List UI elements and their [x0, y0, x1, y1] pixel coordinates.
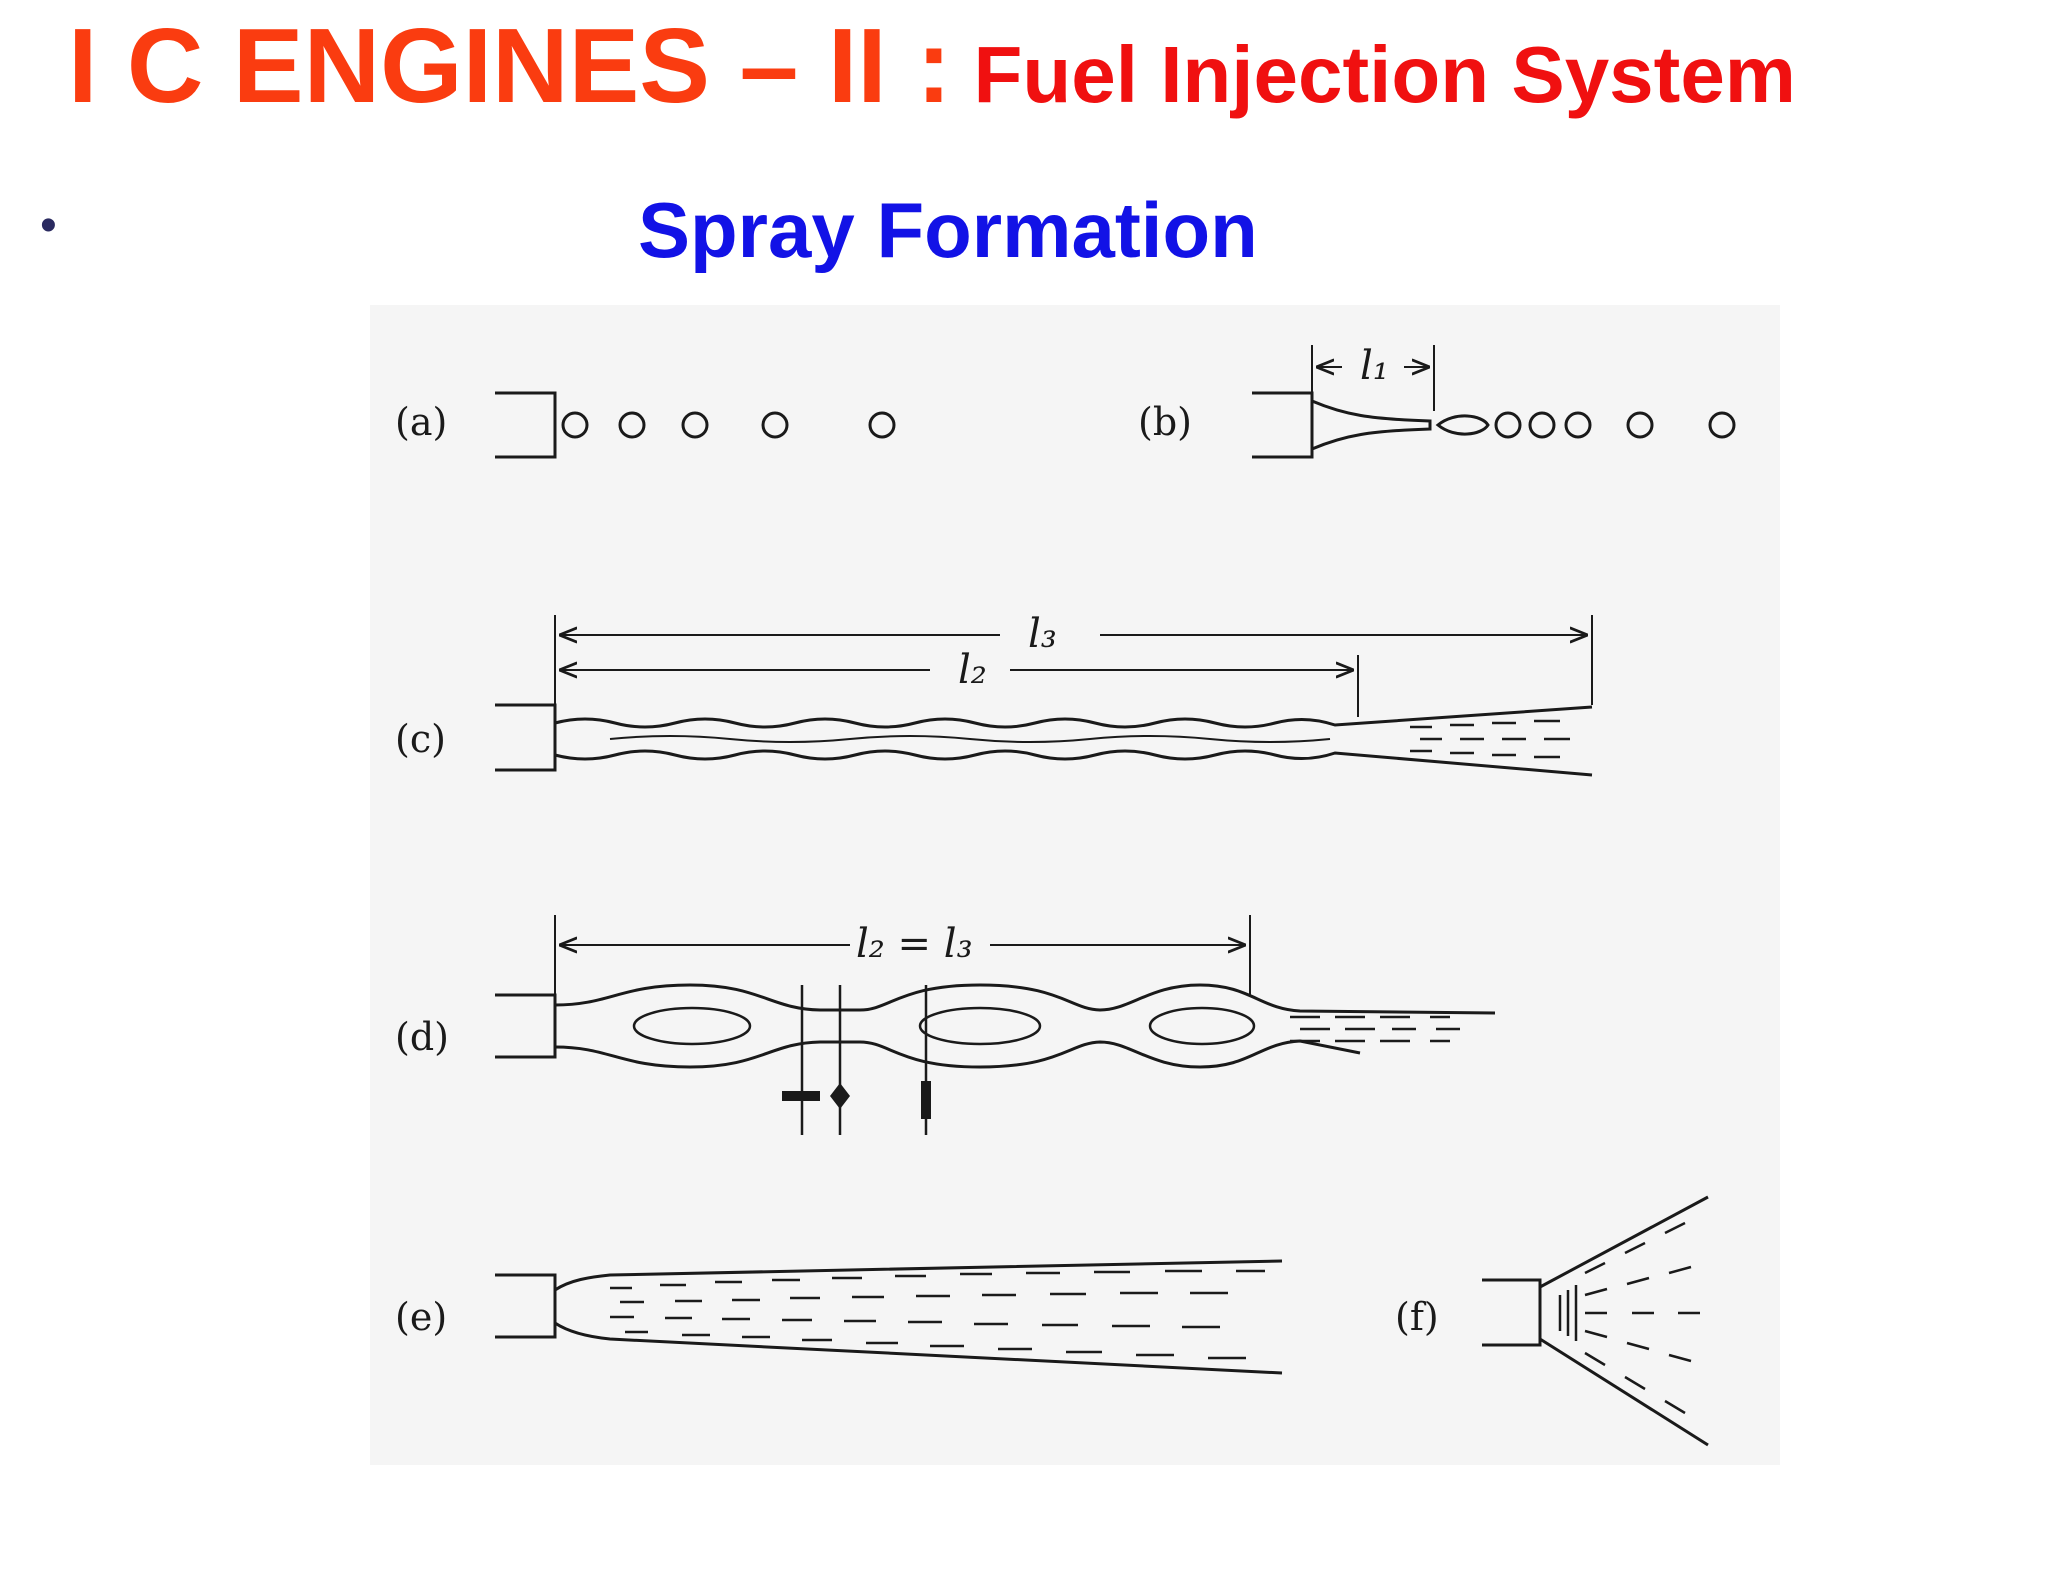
panel-e: (e) [395, 1259, 1283, 1375]
panel-b: (b) l₁ [1138, 343, 1736, 459]
probe-marker [830, 1083, 850, 1109]
panel-f: (f) [1395, 1195, 1709, 1447]
jet-c-upper [554, 705, 1593, 729]
droplet-a [618, 411, 646, 439]
bullet-marker: • [40, 199, 57, 252]
spray-d [1290, 1015, 1460, 1043]
bulge-d [1148, 1006, 1256, 1046]
panel-label-b: (b) [1138, 400, 1192, 444]
panel-label-a: (a) [395, 400, 447, 444]
nozzle-c [495, 703, 557, 772]
slide-title: I C ENGINES – II :Fuel Injection System [68, 0, 2028, 140]
panel-c: (c) l₃ l₂ [395, 611, 1593, 777]
probe-marker [782, 1091, 820, 1101]
dim-label-l3: l₃ [1028, 611, 1057, 657]
spray-formation-figure: (a) (b) l₁ (c) [370, 305, 1780, 1465]
spray-c [1410, 719, 1570, 759]
droplet-a [761, 411, 789, 439]
spray-e [610, 1269, 1265, 1360]
droplet-b [1564, 411, 1592, 439]
bulge-d [632, 1006, 752, 1046]
nozzle-d [495, 993, 557, 1059]
panel-label-f: (f) [1395, 1295, 1439, 1339]
droplet-b [1626, 411, 1654, 439]
dim-label-l2: l₂ [958, 647, 987, 693]
nozzle-b [1252, 391, 1314, 459]
nozzle-f [1482, 1278, 1542, 1347]
cone-f-lower [1539, 1337, 1709, 1447]
bulge-d [918, 1006, 1042, 1046]
jet-d-lower [554, 1039, 1361, 1069]
section-subtitle: Spray Formation [638, 186, 1258, 274]
nozzle-e [495, 1273, 557, 1339]
panel-label-c: (c) [395, 717, 446, 761]
title-main: I C ENGINES – II : [68, 7, 952, 125]
jet-b [1311, 399, 1432, 451]
cone-e-upper [554, 1259, 1283, 1292]
droplet-b [1708, 411, 1736, 439]
ligament-b [1435, 414, 1490, 436]
jet-d-upper [554, 983, 1496, 1015]
panel-d: (d) l₂ = l₃ [395, 915, 1496, 1135]
spray-f [1558, 1221, 1700, 1415]
droplet-a [868, 411, 896, 439]
cone-f-upper [1539, 1195, 1709, 1289]
probe-marker [921, 1081, 931, 1119]
droplet-b [1528, 411, 1556, 439]
panel-label-d: (d) [395, 1015, 449, 1059]
panel-label-e: (e) [395, 1295, 447, 1339]
panel-a: (a) [395, 391, 896, 459]
droplet-a [681, 411, 709, 439]
jet-c-core [609, 735, 1331, 743]
title-sub: Fuel Injection System [973, 30, 1796, 119]
droplet-a [561, 411, 589, 439]
nozzle-a [495, 391, 557, 459]
dim-label-l2-l3: l₂ = l₃ [856, 921, 973, 967]
droplet-b [1494, 411, 1522, 439]
cone-e-lower [554, 1321, 1283, 1375]
jet-c-lower [554, 749, 1593, 777]
dim-label-l1: l₁ [1360, 343, 1389, 389]
spray-diagram: (a) (b) l₁ (c) [395, 343, 1736, 1447]
